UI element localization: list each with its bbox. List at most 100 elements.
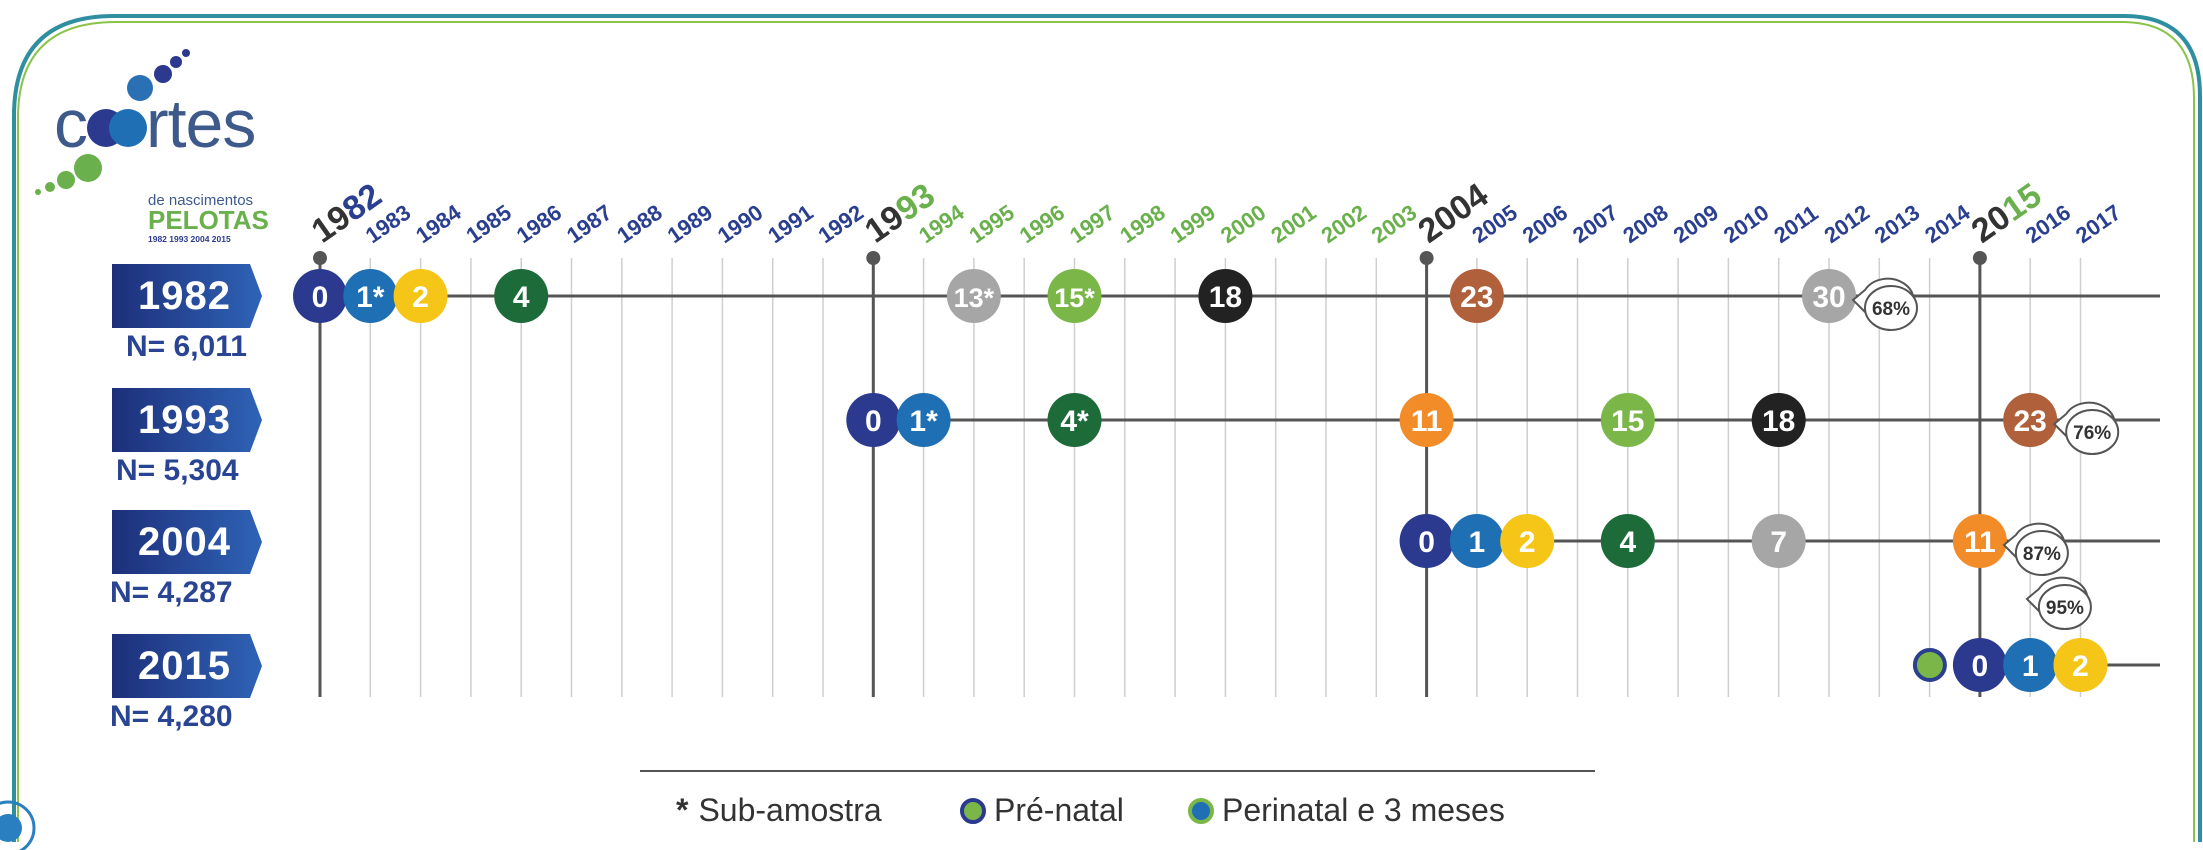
visit-circle <box>1047 269 1102 323</box>
university-seal-icon <box>0 800 36 850</box>
year-label: 2000 <box>1216 200 1270 249</box>
visit-circle <box>1751 393 1806 447</box>
legend-divider <box>640 770 1595 772</box>
visit-age-label: 30 <box>1812 281 1845 314</box>
logo-subtitle: de nascimentos <box>148 192 254 209</box>
legend-subsample: *Sub-amostra <box>676 792 882 828</box>
logo-years: 1982 1993 2004 2015 <box>148 234 231 244</box>
visit-circle <box>1449 269 1504 323</box>
visit-circle <box>2053 638 2108 692</box>
year-label: 1989 <box>663 200 717 249</box>
cohort-tag-2004: 2004 N= 4,287 <box>110 510 262 609</box>
year-label: 1985 <box>461 200 515 249</box>
visit-circle <box>2003 393 2058 447</box>
year-label: 2008 <box>1618 200 1672 249</box>
visit-circle <box>846 393 901 447</box>
cohort-label: 1993 <box>138 398 231 442</box>
logo-dots-icon <box>35 49 190 195</box>
year-label: 1986 <box>512 200 566 249</box>
visit-circle <box>896 393 951 447</box>
visit-age-label: 1 <box>2022 650 2039 683</box>
legend: *Sub-amostra Pré-natal Perinatal e 3 mes… <box>640 770 1600 830</box>
retention-bubble-body <box>2014 530 2069 576</box>
retention-label: 76% <box>2073 423 2111 444</box>
year-label: 2017 <box>2071 200 2125 249</box>
perinatal-dot-icon <box>1188 798 1214 824</box>
year-label: 1995 <box>964 200 1018 249</box>
year-label: 1998 <box>1115 200 1169 249</box>
arrow-tag-icon <box>112 510 262 574</box>
year-label: 2009 <box>1669 200 1723 249</box>
cohort-tag-1982: 1982 N= 6,011 <box>112 264 262 363</box>
year-label: 1992 <box>814 200 868 249</box>
logo-wordmark-end: rtes <box>146 86 256 162</box>
visit-age-label: 4 <box>1619 526 1636 559</box>
visit-age-label: 0 <box>1972 650 1989 683</box>
year-label: 2011 <box>1769 200 1822 248</box>
logo-wordmark-start: c <box>54 86 88 162</box>
year-label: 2013 <box>1870 200 1924 249</box>
visit-age-label: 1* <box>356 281 385 314</box>
visit-circle <box>1751 514 1806 568</box>
retention-bubble-body <box>1864 285 1918 331</box>
visit-circle <box>1952 638 2007 692</box>
visit-age-label: 23 <box>2014 405 2047 438</box>
visit-age-label: 11 <box>1411 405 1443 438</box>
visit-age-label: 0 <box>865 405 882 438</box>
cohort-sample-size: N= 4,287 <box>110 576 233 609</box>
retention-bubble-body <box>2037 584 2092 630</box>
star-icon: * <box>676 792 689 828</box>
year-label: 1991 <box>763 200 817 249</box>
visit-circle <box>1500 514 1555 568</box>
retention-label: 68% <box>1872 299 1910 320</box>
arrow-tag-icon <box>112 634 262 698</box>
visit-circle <box>1449 514 1504 568</box>
retention-label: 87% <box>2023 544 2061 565</box>
year-label: 2010 <box>1719 200 1773 249</box>
cohort-tag-1993: 1993 N= 5,304 <box>112 388 262 487</box>
year-label: 2002 <box>1317 200 1371 249</box>
cohort-sample-size: N= 4,280 <box>110 700 233 733</box>
cohort-sample-size: N= 5,304 <box>116 454 239 487</box>
visit-circle <box>2003 638 2058 692</box>
legend-perinatal: Perinatal e 3 meses <box>1188 792 1505 829</box>
visit-circle <box>1399 514 1454 568</box>
visit-circle <box>1600 393 1655 447</box>
year-label: 2006 <box>1518 200 1572 249</box>
visit-circle <box>393 269 448 323</box>
visit-age-label: 2 <box>412 281 429 314</box>
prenatal-dot-icon <box>960 798 986 824</box>
visit-age-label: 1* <box>909 405 938 438</box>
year-label: 2001 <box>1266 200 1320 249</box>
visit-age-label: 23 <box>1460 281 1493 314</box>
year-marker-dot <box>866 251 881 265</box>
cohort-tag-2015: 2015 N= 4,280 <box>110 634 262 733</box>
rounded-frame <box>12 14 2202 842</box>
year-label: 1999 <box>1166 200 1220 249</box>
cohort-sample-size: N= 6,011 <box>126 330 247 363</box>
retention-label: 95% <box>2046 598 2084 619</box>
visit-circle <box>494 269 549 323</box>
visit-circle <box>1802 269 1856 323</box>
year-marker-dot <box>1419 251 1434 265</box>
year-label: 1988 <box>612 200 666 249</box>
visit-age-label: 0 <box>312 281 329 314</box>
year-label: 1996 <box>1015 200 1069 249</box>
year-label: 2007 <box>1568 200 1622 249</box>
visit-circle <box>1399 393 1454 447</box>
visit-age-label: 15* <box>1054 283 1095 313</box>
visit-circle <box>1952 514 2007 568</box>
visit-circle <box>293 269 347 323</box>
legend-prenatal: Pré-natal <box>960 792 1124 829</box>
arrow-tag-icon <box>112 264 262 328</box>
year-marker-dot <box>1972 251 1987 265</box>
visit-circle <box>1047 393 1102 447</box>
visit-age-label: 11 <box>1964 526 1996 559</box>
visit-age-label: 18 <box>1762 405 1795 438</box>
visit-circle <box>1198 269 1253 323</box>
year-marker-dot <box>313 251 327 265</box>
year-label: 1987 <box>562 200 616 249</box>
visit-circle <box>946 269 1001 323</box>
visit-age-label: 2 <box>2072 650 2089 683</box>
cohort-label: 2004 <box>138 520 231 564</box>
